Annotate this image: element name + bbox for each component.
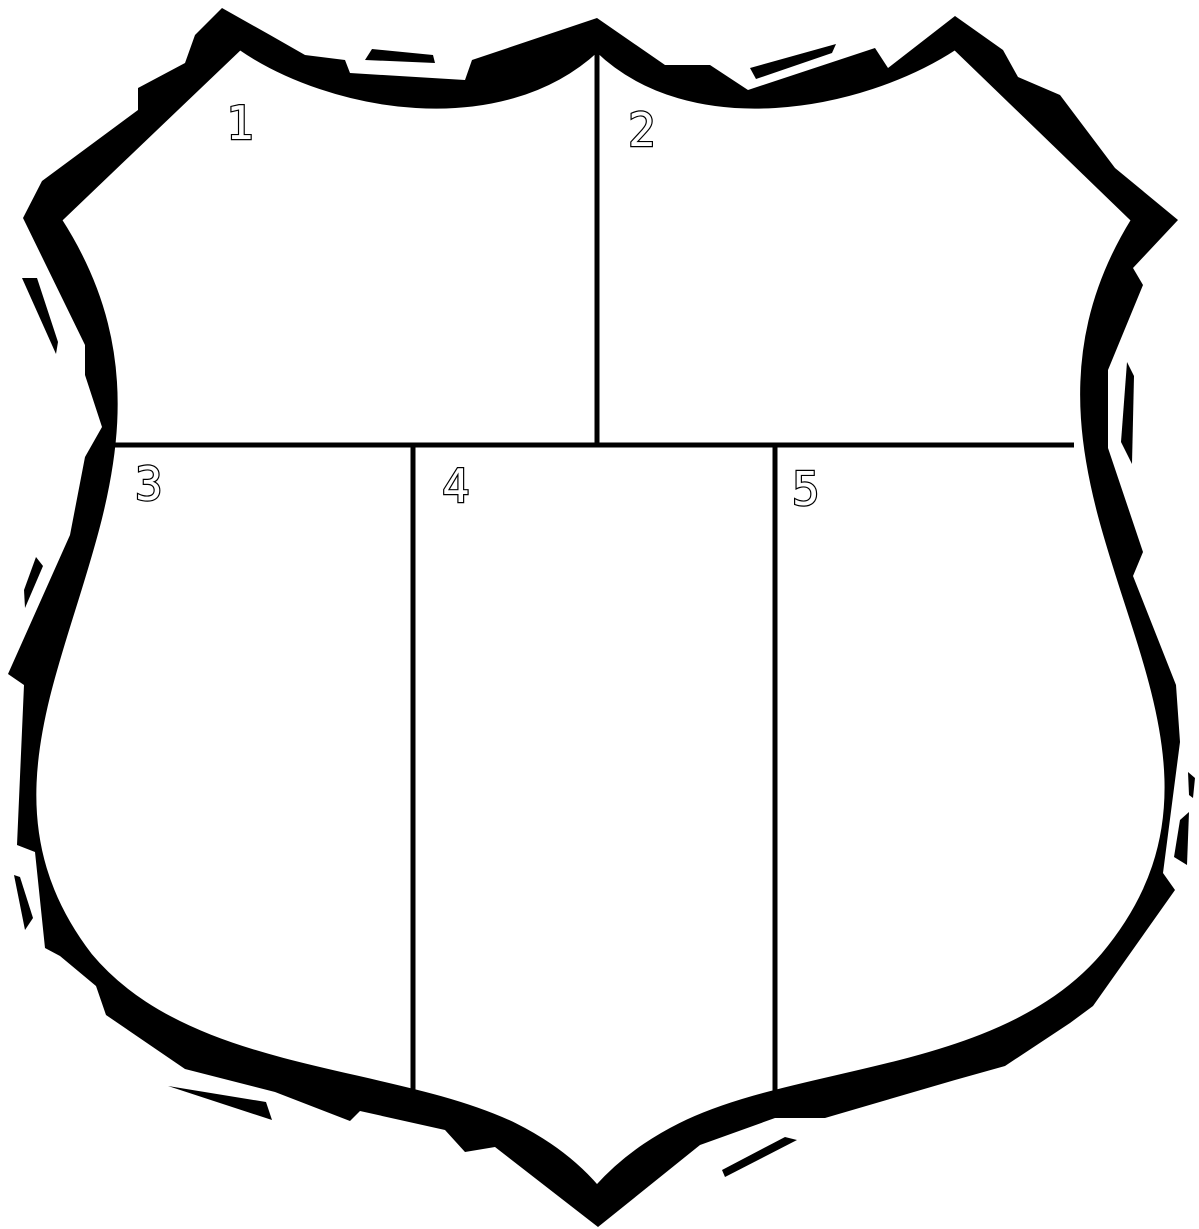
ink-fragment-left-middle <box>24 557 43 608</box>
section-3-number: 3 <box>135 457 163 511</box>
ink-fragment-right-upper <box>1121 362 1134 464</box>
section-4-number: 4 <box>442 459 470 513</box>
section-2-number: 2 <box>628 103 656 157</box>
ink-fragment-right-lower-b <box>1174 812 1189 865</box>
ink-fragment-top-left <box>365 49 435 63</box>
ink-fragment-left-upper <box>22 278 58 354</box>
shield-body <box>34 48 1166 1187</box>
section-1-number: 1 <box>226 96 254 150</box>
ink-fragment-left-lower <box>14 875 33 930</box>
section-5-number: 5 <box>792 462 820 516</box>
ink-fragment-right-lower-a <box>1188 772 1195 798</box>
ink-fragment-bottom-left <box>168 1086 272 1120</box>
ink-fragment-bottom-right <box>722 1137 797 1177</box>
